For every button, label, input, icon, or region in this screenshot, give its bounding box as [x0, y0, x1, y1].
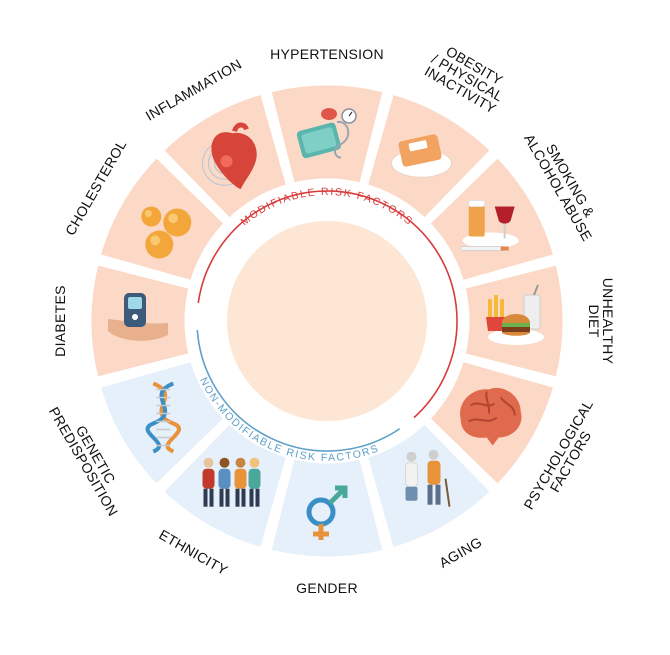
label-hypertension: HYPERTENSION: [270, 46, 384, 62]
brain-icon: [460, 387, 522, 446]
label-line: DIABETES: [52, 285, 68, 357]
non-modifiable-arc: [196, 330, 401, 452]
label-obesity: OBESITY/ PHYSICALINACTIVITY: [422, 39, 514, 117]
label-line: GENDER: [296, 580, 358, 596]
label-line: UNHEALTHY: [600, 278, 616, 365]
modifiable-arc: [197, 190, 458, 419]
bathroom-scale-icon: [391, 134, 452, 178]
label-line: AGING: [436, 534, 484, 571]
label-gender: GENDER: [296, 580, 358, 596]
label-line: DIET: [586, 304, 602, 337]
segment-genetic: [94, 356, 231, 491]
segment-gender: [265, 453, 389, 562]
inflamed-heart-icon: [202, 122, 257, 190]
dna-helix-icon: [145, 381, 182, 454]
beer-wine-cigarette-icon: [460, 200, 519, 251]
fat-cells-icon: [141, 206, 192, 259]
label-diabetes: DIABETES: [52, 285, 68, 357]
fast-food-icon: [486, 284, 544, 345]
segment-cholesterol: [94, 151, 231, 286]
segment-layer: [86, 80, 568, 562]
diverse-people-icon: [202, 457, 261, 507]
blood-pressure-monitor-icon: [296, 108, 357, 159]
segment-smoking: [423, 151, 560, 286]
elderly-couple-icon: [405, 449, 451, 507]
label-aging: AGING: [436, 534, 484, 571]
label-diet: UNHEALTHYDIET: [586, 278, 616, 365]
glucose-meter-icon: [108, 293, 168, 341]
center-circle: [227, 221, 427, 421]
label-line: HYPERTENSION: [270, 46, 384, 62]
gender-symbol-icon: [306, 485, 348, 540]
